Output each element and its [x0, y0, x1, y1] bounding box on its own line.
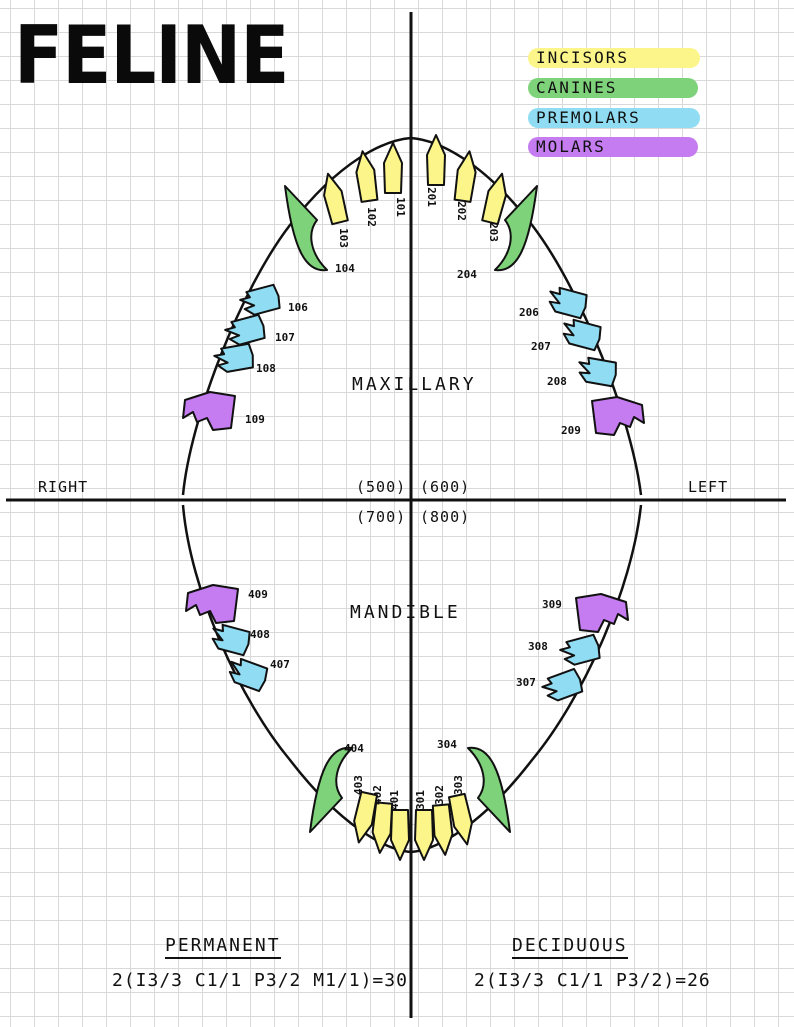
permanent-heading: PERMANENT	[165, 935, 281, 959]
tooth-label-407: 407	[270, 658, 290, 671]
tooth-402	[371, 801, 394, 854]
deciduous-heading: DECIDUOUS	[512, 935, 628, 959]
tooth-label-201: 201	[425, 187, 438, 207]
tooth-label-202: 202	[455, 201, 468, 221]
tooth-label-404: 404	[344, 742, 364, 755]
tooth-label-403: 403	[352, 775, 365, 795]
tooth-label-102: 102	[365, 207, 378, 227]
tooth-label-304: 304	[437, 738, 457, 751]
page-title: FELINE	[14, 8, 289, 103]
tooth-407	[228, 657, 269, 693]
legend-molars: MOLARS	[528, 137, 698, 157]
tooth-label-109: 109	[245, 413, 265, 426]
tooth-107	[224, 313, 266, 346]
tooth-label-308: 308	[528, 640, 548, 653]
tooth-102	[355, 150, 379, 203]
tooth-label-101: 101	[394, 197, 407, 217]
tooth-103	[323, 172, 349, 226]
tooth-label-104: 104	[335, 262, 355, 275]
tooth-label-106: 106	[288, 301, 308, 314]
mandibular-arch	[181, 504, 643, 854]
label-right: RIGHT	[38, 478, 89, 496]
tooth-404	[309, 746, 353, 833]
tooth-202	[453, 150, 477, 203]
tooth-408	[211, 623, 251, 657]
tooth-label-206: 206	[519, 306, 539, 319]
tooth-label-309: 309	[542, 598, 562, 611]
deciduous-formula: 2(I3/3 C1/1 P3/2)=26	[474, 970, 711, 991]
tooth-204	[494, 185, 538, 272]
tooth-308	[559, 633, 601, 666]
tooth-label-409: 409	[248, 588, 268, 601]
tooth-108	[213, 342, 254, 373]
tooth-409	[185, 584, 239, 624]
tooth-104	[284, 185, 328, 272]
tooth-101	[383, 142, 403, 194]
legend-incisors: INCISORS	[528, 48, 700, 68]
tooth-label-108: 108	[256, 362, 276, 375]
tooth-403	[353, 790, 379, 844]
quadrant-800: (800)	[420, 508, 471, 526]
permanent-formula: 2(I3/3 C1/1 P3/2 M1/1)=30	[112, 970, 408, 991]
tooth-401	[390, 809, 410, 861]
quadrant-500: (500)	[356, 478, 407, 496]
tooth-209	[591, 396, 645, 436]
label-mandible: MANDIBLE	[350, 602, 461, 623]
tooth-207	[562, 318, 602, 352]
tooth-label-103: 103	[337, 228, 350, 248]
tooth-label-302: 302	[433, 785, 446, 805]
tooth-309	[575, 593, 629, 633]
tooth-label-204: 204	[457, 268, 477, 281]
tooth-label-207: 207	[531, 340, 551, 353]
tooth-label-301: 301	[414, 790, 427, 810]
tooth-303	[447, 792, 473, 846]
quadrant-700: (700)	[356, 508, 407, 526]
tooth-301	[414, 809, 434, 861]
tooth-label-208: 208	[547, 375, 567, 388]
tooth-307	[541, 667, 584, 702]
tooth-label-209: 209	[561, 424, 581, 437]
tooth-109	[182, 391, 236, 431]
tooth-203	[481, 172, 507, 226]
quadrant-600: (600)	[420, 478, 471, 496]
tooth-label-408: 408	[250, 628, 270, 641]
tooth-201	[426, 134, 446, 186]
tooth-label-303: 303	[452, 775, 465, 795]
tooth-302	[431, 803, 454, 856]
tooth-304	[467, 746, 511, 833]
label-maxillary: MAXILLARY	[352, 374, 477, 395]
legend-premolars: PREMOLARS	[528, 108, 700, 128]
tooth-208	[578, 356, 617, 388]
legend-canines: CANINES	[528, 78, 698, 98]
tooth-label-107: 107	[275, 331, 295, 344]
tooth-label-203: 203	[487, 222, 500, 242]
tooth-206	[548, 286, 588, 320]
tooth-label-307: 307	[516, 676, 536, 689]
label-left: LEFT	[688, 478, 729, 496]
tooth-106	[239, 283, 281, 316]
